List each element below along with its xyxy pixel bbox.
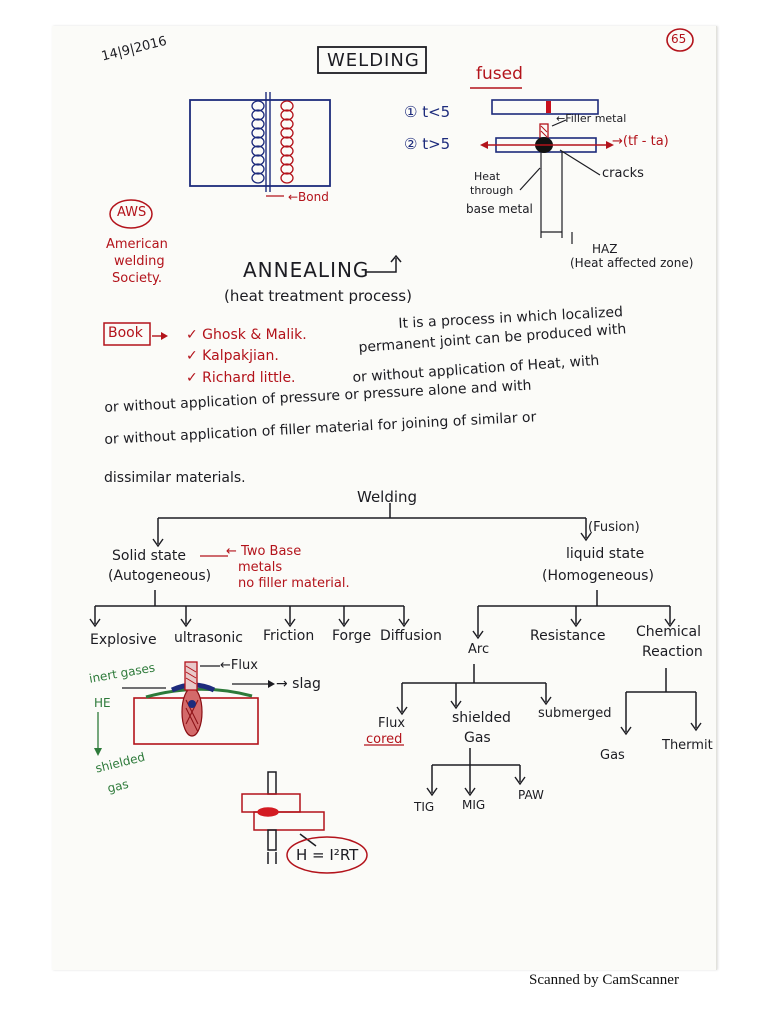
weld-bead-loop: [251, 109, 265, 121]
liquid-state: liquid state: [566, 546, 645, 562]
book-3: ✓ Richard little.: [186, 370, 296, 386]
liquid-state-sub: (Homogeneous): [542, 568, 654, 584]
weld-bead-loop: [251, 172, 265, 184]
definition-line-6: dissimilar materials.: [104, 470, 246, 486]
title-box: [317, 46, 427, 74]
weld-bead-loop: [280, 145, 294, 157]
fused-label: fused: [476, 64, 523, 84]
method-friction: Friction: [263, 628, 315, 644]
weld-bead-loop: [251, 136, 265, 148]
method-forge: Forge: [332, 628, 372, 644]
weld-bead-loop: [280, 163, 294, 175]
method-chemical: Chemical: [636, 624, 701, 640]
weld-bead-loop: [251, 100, 265, 112]
resistance-welding-sketch: [241, 771, 368, 874]
page-number: 65: [671, 32, 687, 46]
weld-bead-loop: [251, 163, 265, 175]
chem-thermit: Thermit: [662, 738, 713, 753]
weld-bead-loop: [280, 118, 294, 130]
book-box: [103, 322, 151, 346]
aws-badge: AWS: [117, 205, 147, 220]
haz-label: HAZ: [592, 242, 618, 256]
heat-note-2: through: [470, 184, 514, 197]
aws-full-2: welding: [114, 254, 165, 269]
flux-label: ←Flux: [220, 658, 258, 673]
annealing-arrow: [366, 254, 402, 273]
arc-welding-sketch: [94, 661, 275, 756]
heat-note-3: base metal: [466, 202, 533, 216]
aws-full-1: American: [106, 237, 168, 252]
heat-flow-label: →(tf - ta): [612, 134, 669, 149]
thickness-case-1: ① t<5: [404, 103, 451, 121]
cracks-label: cracks: [602, 166, 644, 181]
method-explosive: Explosive: [90, 632, 157, 648]
butt-joint-sketch: [189, 92, 331, 197]
page-number-circle: [666, 28, 694, 52]
weld-bead-loop: [280, 127, 294, 139]
gas-tig: TIG: [414, 800, 435, 814]
tree-root: Welding: [357, 488, 418, 506]
he-label: HE: [94, 696, 111, 710]
thickness-case-2: ② t>5: [404, 135, 451, 153]
solid-state-sub: (Autogeneous): [108, 568, 212, 584]
gas-mig: MIG: [462, 798, 486, 812]
arc-shielded: shielded: [452, 710, 511, 726]
notebook-page: [52, 26, 717, 970]
bond-label: ←Bond: [288, 190, 329, 204]
gas-paw: PAW: [518, 788, 544, 802]
weld-bead-loop: [251, 127, 265, 139]
two-base-note-1: ← Two Base: [226, 544, 302, 559]
tree-connectors: [94, 503, 697, 793]
joule-formula: H = I²RT: [296, 846, 359, 864]
tree-arrowheads: [89, 532, 702, 797]
page-title: WELDING: [327, 50, 420, 71]
arc-submerged: submerged: [538, 706, 612, 721]
annealing-subtitle: (heat treatment process): [224, 287, 412, 305]
book-1: ✓ Ghosk & Malik.: [186, 327, 307, 343]
filler-metal-label: ←Filler metal: [556, 112, 627, 125]
chem-gas: Gas: [600, 748, 625, 763]
fused-weld-sketch: [480, 99, 614, 244]
book-label: Book: [108, 325, 143, 341]
weld-bead-loop: [251, 145, 265, 157]
weld-bead-loop: [280, 154, 294, 166]
arc-flux: Flux: [378, 716, 406, 731]
two-base-note-2: metals: [238, 560, 283, 575]
solid-state: Solid state: [112, 548, 187, 564]
two-base-note-3: no filler material.: [238, 576, 350, 591]
weld-bead-loop: [280, 136, 294, 148]
weld-bead-loop: [280, 109, 294, 121]
scanner-footer: Scanned by CamScanner: [529, 972, 679, 988]
weld-bead-loop: [251, 154, 265, 166]
book-2: ✓ Kalpakjian.: [186, 348, 279, 364]
arc-gas: Gas: [464, 730, 491, 746]
weld-bead-loop: [251, 118, 265, 130]
method-resistance: Resistance: [530, 628, 606, 644]
slag-label: → slag: [276, 676, 321, 692]
method-ultrasonic: ultrasonic: [174, 630, 243, 646]
weld-bead-loop: [280, 172, 294, 184]
aws-full-3: Society.: [112, 271, 163, 286]
method-arc: Arc: [468, 642, 490, 657]
fusion-tag: (Fusion): [588, 520, 640, 535]
method-reaction: Reaction: [642, 644, 703, 660]
aws-circle: [109, 199, 153, 229]
annealing-title: ANNEALING: [243, 258, 370, 282]
heat-note-1: Heat: [474, 170, 501, 183]
arc-cored: cored: [366, 732, 403, 747]
method-diffusion: Diffusion: [380, 628, 442, 644]
weld-bead-loop: [280, 100, 294, 112]
haz-full: (Heat affected zone): [570, 256, 694, 270]
